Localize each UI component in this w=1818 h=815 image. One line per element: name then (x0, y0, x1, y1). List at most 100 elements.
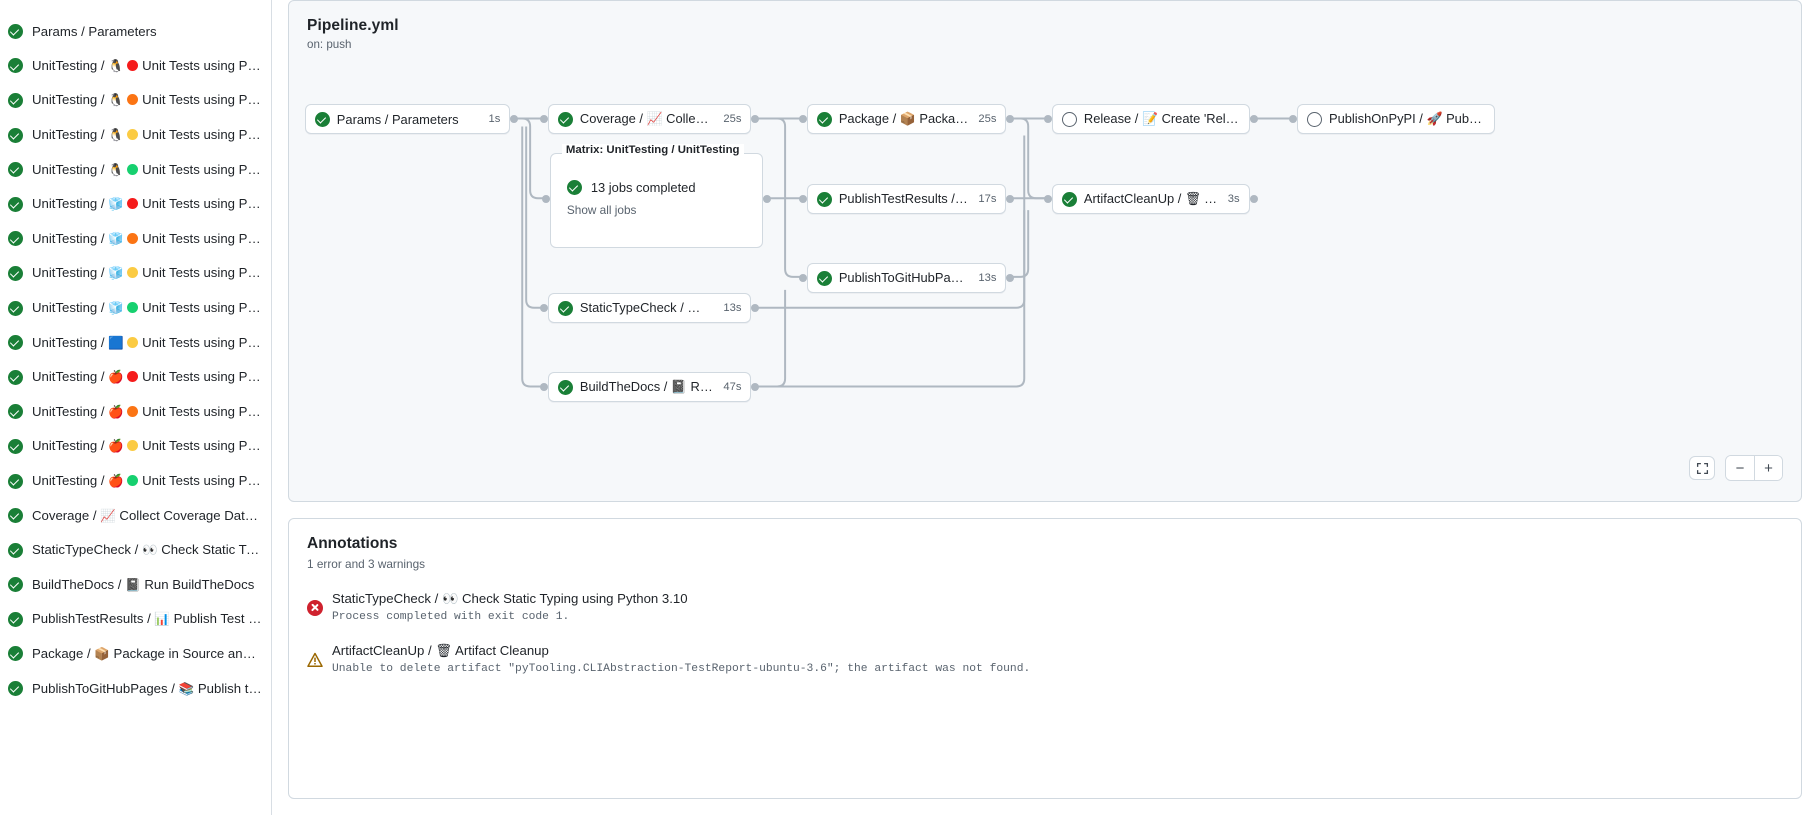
graph-node-statictypecheck[interactable]: StaticTypeCheck / 👀 Chec... 13s (547, 293, 752, 323)
sidebar-job-label: PublishToGitHubPages / 📚 Publish to G... (32, 680, 263, 696)
sidebar-job-item[interactable]: UnitTesting / 🍎 Unit Tests using Pyth... (0, 464, 271, 499)
graph-node-package[interactable]: Package / 📦 Package in So... 25s (806, 104, 1007, 134)
status-success-icon (314, 111, 330, 127)
graph-node-label: Package / 📦 Package in So... (838, 111, 970, 126)
sidebar-job-label: UnitTesting / 🐧 Unit Tests using Pyth... (32, 92, 263, 108)
graph-node-duration: 17s (978, 193, 997, 205)
os-glyph-icon: 🐧 (108, 92, 124, 108)
sidebar-job-item[interactable]: UnitTesting / 🧊 Unit Tests using Pyth... (0, 291, 271, 326)
sidebar-job-item[interactable]: UnitTesting / 🧊 Unit Tests using Pyth... (0, 222, 271, 257)
node-output-port (1006, 195, 1015, 203)
sidebar-job-item[interactable]: UnitTesting / 🐧 Unit Tests using Pyth... (0, 118, 271, 153)
graph-node-label: BuildTheDocs / 📓 Run Buil... (579, 379, 715, 394)
sidebar-job-item[interactable]: UnitTesting / 🧊 Unit Tests using Pyth... (0, 256, 271, 291)
fit-screen-icon[interactable] (1689, 456, 1715, 480)
sidebar-job-item[interactable]: StaticTypeCheck / 👀 Check Static Typing.… (0, 533, 271, 568)
sidebar-job-item[interactable]: Package / 📦 Package in Source and Wh... (0, 637, 271, 672)
status-success-icon (8, 300, 23, 316)
os-glyph-icon: 🍎 (108, 473, 124, 489)
matrix-input-port (541, 195, 550, 203)
sidebar-job-item[interactable]: Coverage / 📈 Collect Coverage Data usi..… (0, 498, 271, 533)
status-success-icon (8, 58, 23, 74)
sidebar-job-item[interactable]: UnitTesting / 🐧 Unit Tests using Pyth... (0, 49, 271, 84)
main-content: Pipeline.yml on: push (272, 0, 1818, 815)
graph-node-publishtestresults[interactable]: PublishTestResults / 📊 Pu...17s (806, 184, 1007, 214)
sidebar-job-item[interactable]: UnitTesting / 🐧 Unit Tests using Pyth... (0, 83, 271, 118)
matrix-summary-label: 13 jobs completed (590, 180, 696, 195)
show-all-jobs-link[interactable]: Show all jobs (566, 203, 637, 217)
status-success-icon (816, 191, 832, 207)
status-success-icon (8, 577, 23, 593)
graph-node-artifactcleanup[interactable]: ArtifactCleanUp / 🗑 Artifac...3s (1051, 184, 1250, 214)
graph-node-publishonpypi[interactable]: PublishOnPyPI / 🚀 Publish to ... (1297, 104, 1495, 134)
node-output-port (751, 304, 760, 312)
annotation-item[interactable]: StaticTypeCheck / 👀 Check Static Typing … (289, 571, 1801, 623)
python-version-dot-icon (127, 440, 139, 452)
node-output-port (751, 383, 760, 391)
os-glyph-icon: 🍎 (108, 438, 124, 454)
graph-node-publishtogithubpages[interactable]: PublishToGitHubPages / 📚 ...13s (806, 263, 1007, 293)
os-glyph-icon: 🧊 (108, 230, 124, 246)
graph-node-buildthedocs[interactable]: BuildTheDocs / 📓 Run Buil... 47s (547, 372, 752, 402)
matrix-title: Matrix: UnitTesting / UnitTesting (561, 144, 744, 156)
sidebar-job-item[interactable]: PublishTestResults / 📊 Publish Test Resu… (0, 602, 271, 637)
node-output-port (510, 115, 519, 123)
status-success-icon (8, 127, 23, 143)
status-success-icon (8, 231, 23, 247)
python-version-dot-icon (127, 198, 139, 210)
python-version-dot-icon (127, 129, 139, 141)
status-success-icon (557, 379, 573, 395)
graph-node-duration: 47s (723, 381, 742, 393)
graph-node-duration: 3s (1227, 193, 1240, 205)
status-success-icon (566, 180, 582, 195)
python-version-dot-icon (127, 94, 139, 106)
sidebar-job-item[interactable]: UnitTesting / 🧊 Unit Tests using Pyth... (0, 187, 271, 222)
status-success-icon (816, 111, 832, 127)
graph-node-duration: 25s (978, 113, 997, 125)
sidebar-job-item[interactable]: UnitTesting / 🍎 Unit Tests using Pyth... (0, 395, 271, 430)
os-glyph-icon: 🐧 (108, 57, 124, 73)
sidebar-job-item[interactable]: PublishToGitHubPages / 📚 Publish to G... (0, 671, 271, 706)
graph-node-release[interactable]: Release / 📝 Create 'Release P... (1051, 104, 1250, 134)
status-success-icon (8, 369, 23, 385)
sidebar-job-item[interactable]: UnitTesting / 🍎 Unit Tests using Pyth... (0, 429, 271, 464)
zoom-in-button[interactable]: + (1754, 456, 1782, 480)
sidebar-job-label: StaticTypeCheck / 👀 Check Static Typing.… (32, 542, 263, 558)
graph-node-coverage[interactable]: Coverage / 📈 Collect Cove...25s (547, 104, 752, 134)
os-glyph-icon: 🟦 (108, 334, 124, 350)
matrix-output-port (763, 195, 772, 203)
graph-node-label: PublishOnPyPI / 🚀 Publish to ... (1329, 111, 1485, 126)
graph-node-duration: 13s (723, 302, 742, 314)
sidebar-job-label: UnitTesting / 🟦 Unit Tests using Pyth... (32, 334, 263, 350)
graph-node-label: StaticTypeCheck / 👀 Chec... (579, 300, 715, 315)
status-neutral-icon (1061, 111, 1077, 127)
status-success-icon (8, 335, 23, 351)
os-glyph-icon: 🍎 (108, 403, 124, 419)
zoom-out-button[interactable]: − (1726, 456, 1754, 480)
graph-node-label: PublishToGitHubPages / 📚 ... (838, 270, 970, 285)
status-success-icon (8, 646, 23, 662)
os-glyph-icon: 👀 (141, 542, 158, 558)
status-success-icon (8, 611, 23, 627)
sidebar-job-item[interactable]: UnitTesting / 🟦 Unit Tests using Pyth... (0, 325, 271, 360)
status-success-icon (8, 162, 23, 178)
sidebar-job-label: UnitTesting / 🍎 Unit Tests using Pyth... (32, 403, 263, 419)
annotation-body: Process completed with exit code 1. (332, 611, 570, 623)
sidebar-job-label: UnitTesting / 🐧 Unit Tests using Pyth... (32, 127, 263, 143)
python-version-dot-icon (127, 371, 139, 383)
sidebar-job-item[interactable]: UnitTesting / 🐧 Unit Tests using Pyth... (0, 152, 271, 187)
trigger-event: on: push (307, 38, 352, 51)
annotations-title: Annotations (307, 535, 398, 552)
node-output-port (751, 115, 760, 123)
graph-edges (510, 117, 1296, 388)
os-glyph-icon: 📦 (94, 645, 110, 661)
os-glyph-icon: 🐧 (108, 127, 124, 143)
graph-matrix-node[interactable]: Matrix: UnitTesting / UnitTesting 13 jobs… (549, 144, 764, 248)
annotation-body: Unable to delete artifact "pyTooling.CLI… (332, 663, 1031, 675)
sidebar-job-item[interactable]: UnitTesting / 🍎 Unit Tests using Pyth... (0, 360, 271, 395)
sidebar-job-item[interactable]: BuildTheDocs / 📓 Run BuildTheDocs (0, 568, 271, 603)
sidebar-job-item[interactable]: Params / Parameters (0, 14, 271, 49)
graph-zoom-controls: − + (1689, 455, 1783, 481)
